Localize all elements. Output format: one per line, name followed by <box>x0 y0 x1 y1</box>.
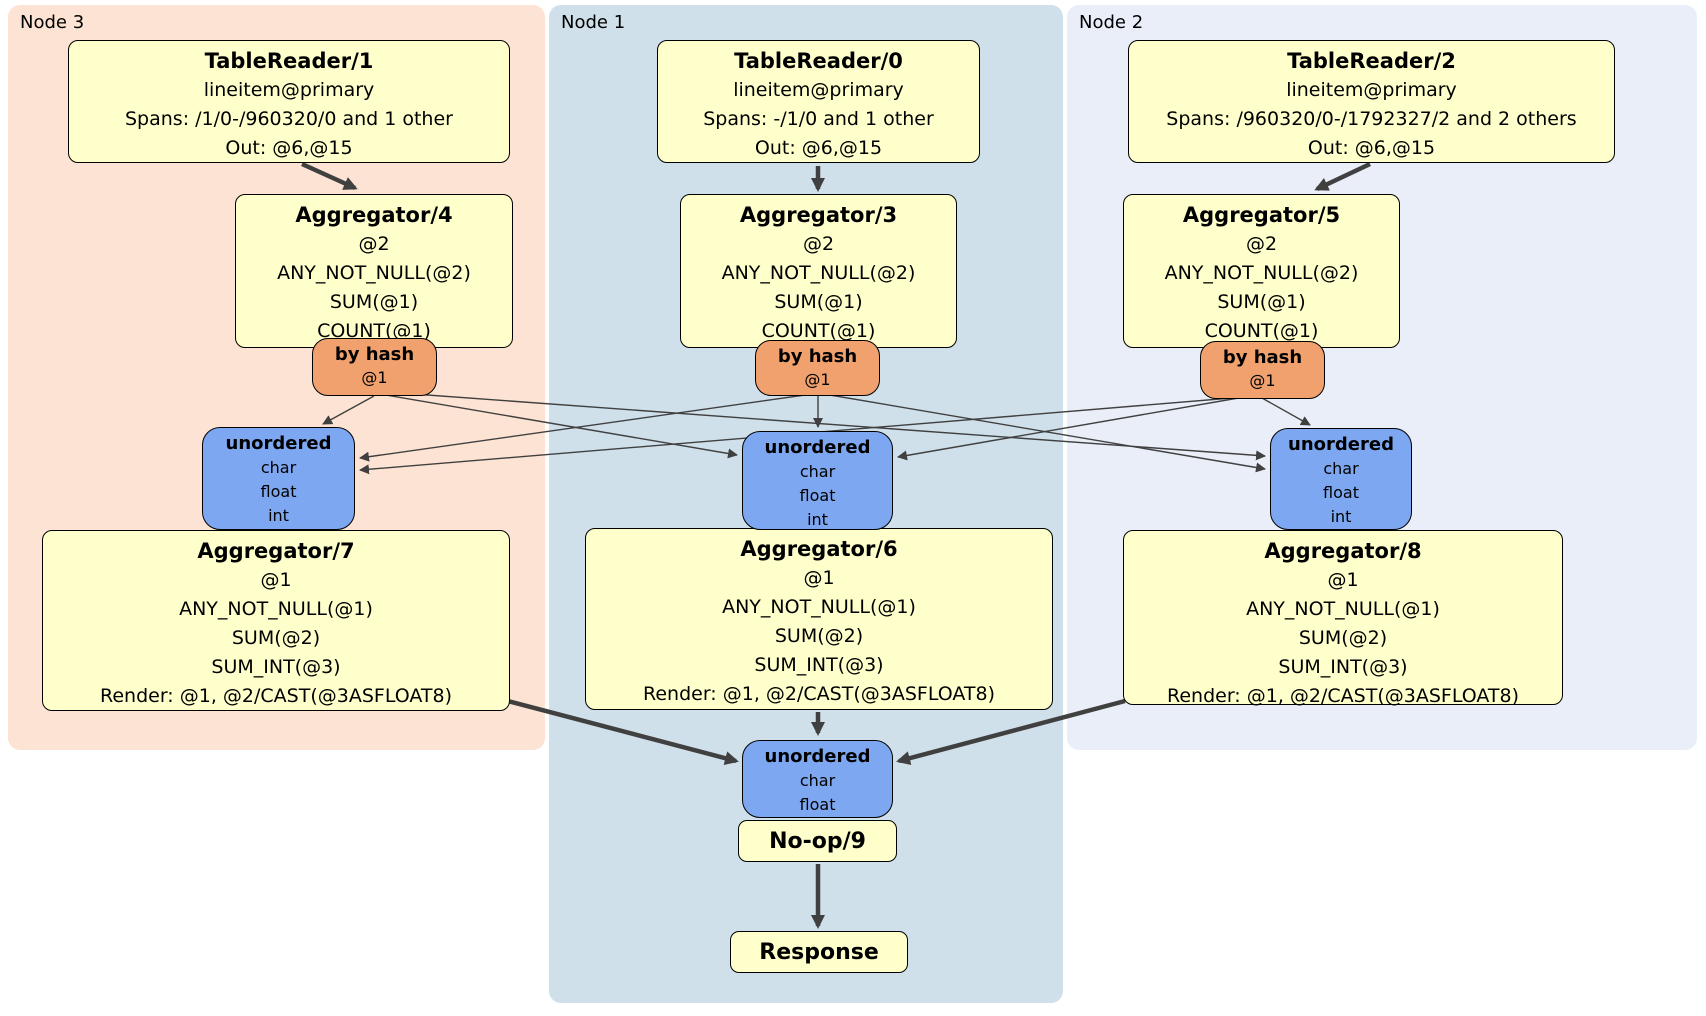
processor-tablereader-2: TableReader/2 lineitem@primary Spans: /9… <box>1128 40 1615 163</box>
processor-render: Render: @1, @2/CAST(@3ASFLOAT8) <box>643 683 995 705</box>
processor-title: TableReader/1 <box>204 49 374 73</box>
sync-unordered-node3: unordered char float int <box>202 427 355 530</box>
processor-aggregator-8: Aggregator/8 @1 ANY_NOT_NULL(@1) SUM(@2)… <box>1123 530 1563 707</box>
sync-unordered-node1: unordered char float int <box>742 431 893 530</box>
processor-aggregator-4: Aggregator/4 @2 ANY_NOT_NULL(@2) SUM(@1)… <box>235 194 513 348</box>
node-label: Node 1 <box>561 12 626 33</box>
processor-title: Aggregator/5 <box>1182 203 1341 227</box>
processor-spans: Spans: -/1/0 and 1 other <box>703 108 934 130</box>
processor-title: Aggregator/3 <box>739 203 898 227</box>
processor-out: Out: @6,@15 <box>1307 137 1436 159</box>
processor-aggregator-5: Aggregator/5 @2 ANY_NOT_NULL(@2) SUM(@1)… <box>1123 194 1400 348</box>
processor-out: Out: @6,@15 <box>225 137 353 159</box>
processor-aggregator-6: Aggregator/6 @1 ANY_NOT_NULL(@1) SUM(@2)… <box>585 528 1053 710</box>
node-label: Node 3 <box>20 12 85 33</box>
router-title: by hash <box>334 344 415 365</box>
edge-agg8-to-final-sync <box>896 698 1126 765</box>
processor-aggregator-3: Aggregator/3 @2 ANY_NOT_NULL(@2) SUM(@1)… <box>680 194 957 348</box>
processor-title: No-op/9 <box>769 828 866 854</box>
processor-noop-9: No-op/9 <box>738 820 897 862</box>
edge-tr1-to-agg4 <box>301 161 358 191</box>
processor-index: lineitem@primary <box>733 79 904 101</box>
edge-hash2-to-sync1 <box>897 395 1251 461</box>
sync-title: unordered <box>1288 434 1394 455</box>
router-columns: @1 <box>361 368 388 387</box>
router-title: by hash <box>777 346 858 367</box>
processor-title: Aggregator/7 <box>197 539 355 563</box>
edge-hash3-to-sync2 <box>385 391 1266 461</box>
node-label: Node 2 <box>1079 12 1144 33</box>
edge-hash3-to-sync3 <box>322 395 375 425</box>
processor-tablereader-1: TableReader/1 lineitem@primary Spans: /1… <box>68 40 510 163</box>
edge-hash1-to-sync3 <box>359 393 813 462</box>
edge-agg7-to-final-sync <box>507 698 739 765</box>
processor-render: Render: @1, @2/CAST(@3ASFLOAT8) <box>100 685 452 707</box>
processor-tablereader-0: TableReader/0 lineitem@primary Spans: -/… <box>657 40 980 163</box>
sync-title: unordered <box>225 433 332 454</box>
sync-title: unordered <box>764 746 871 767</box>
processor-index: lineitem@primary <box>203 79 375 101</box>
processor-render: Render: @1, @2/CAST(@3ASFLOAT8) <box>1167 685 1519 707</box>
router-by-hash-node1: by hash @1 <box>755 340 880 396</box>
processor-out: Out: @6,@15 <box>754 137 883 159</box>
edge-hash2-to-sync2 <box>1261 397 1311 426</box>
edge-hash3-to-sync1 <box>379 393 738 459</box>
router-by-hash-node2: by hash @1 <box>1200 341 1325 399</box>
processor-spans: Spans: /1/0-/960320/0 and 1 other <box>125 108 453 130</box>
router-title: by hash <box>1222 347 1303 368</box>
response-node: Response <box>730 931 908 973</box>
router-columns: @1 <box>804 370 831 389</box>
router-columns: @1 <box>1249 371 1276 390</box>
sync-unordered-final: unordered char float <box>742 740 893 818</box>
processor-title: Aggregator/8 <box>1264 539 1422 563</box>
sync-title: unordered <box>764 437 871 458</box>
processor-index: lineitem@primary <box>1286 79 1457 101</box>
processor-title: TableReader/0 <box>734 49 903 73</box>
edge-tr2-to-agg5 <box>1314 161 1371 192</box>
processor-title: Response <box>759 939 879 965</box>
processor-title: TableReader/2 <box>1287 49 1456 73</box>
router-by-hash-node3: by hash @1 <box>312 338 437 396</box>
processor-title: Aggregator/6 <box>740 537 898 561</box>
processor-aggregator-7: Aggregator/7 @1 ANY_NOT_NULL(@1) SUM(@2)… <box>42 530 510 711</box>
processor-title: Aggregator/4 <box>295 203 453 227</box>
processor-spans: Spans: /960320/0-/1792327/2 and 2 others <box>1166 108 1577 130</box>
sync-unordered-node2: unordered char float int <box>1270 428 1412 530</box>
